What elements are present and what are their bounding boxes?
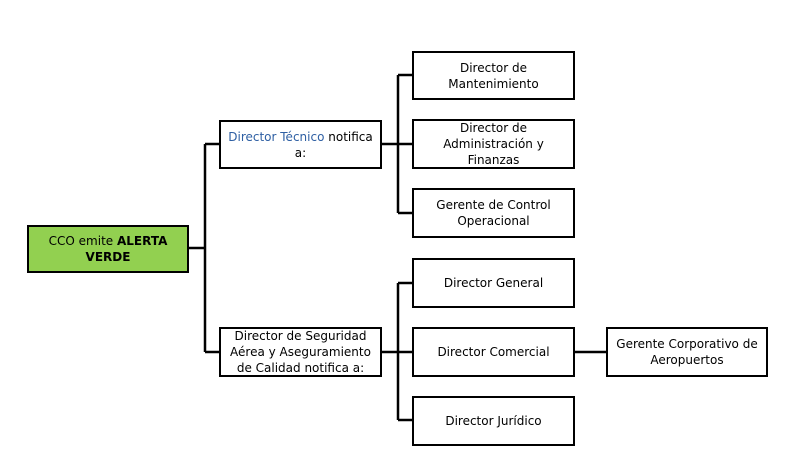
node-root-alerta-verde: CCO emite ALERTA VERDE: [27, 225, 189, 273]
juridico-label: Director Jurídico: [445, 414, 542, 428]
seguridad-label: Director de Seguridad Aérea y Aseguramie…: [230, 329, 371, 375]
node-director-administracion: Director de Administración y Finanzas: [412, 119, 575, 169]
root-prefix: CCO emite: [48, 234, 114, 248]
general-label: Director General: [443, 276, 544, 290]
node-director-tecnico: Director Técnico notifica a:: [219, 120, 382, 169]
node-gerente-control: Gerente de Control Operacional: [412, 188, 575, 238]
node-director-comercial: Director Comercial: [412, 327, 575, 377]
mantenimiento-label: Director de Mantenimiento: [448, 60, 539, 91]
tecnico-highlight: Director Técnico: [228, 129, 325, 144]
node-director-juridico: Director Jurídico: [412, 396, 575, 446]
administracion-label: Director de Administración y Finanzas: [443, 121, 544, 167]
aeropuertos-label: Gerente Corporativo de Aeropuertos: [616, 337, 758, 367]
tecnico-suffix: notifica a:: [294, 129, 373, 160]
node-director-seguridad: Director de Seguridad Aérea y Aseguramie…: [219, 327, 382, 377]
root-emphasis: ALERTA VERDE: [85, 234, 168, 264]
node-gerente-aeropuertos: Gerente Corporativo de Aeropuertos: [606, 327, 768, 377]
node-director-mantenimiento: Director de Mantenimiento: [412, 51, 575, 100]
control-label: Gerente de Control Operacional: [436, 198, 551, 228]
comercial-label: Director Comercial: [437, 345, 550, 359]
node-director-general: Director General: [412, 258, 575, 308]
